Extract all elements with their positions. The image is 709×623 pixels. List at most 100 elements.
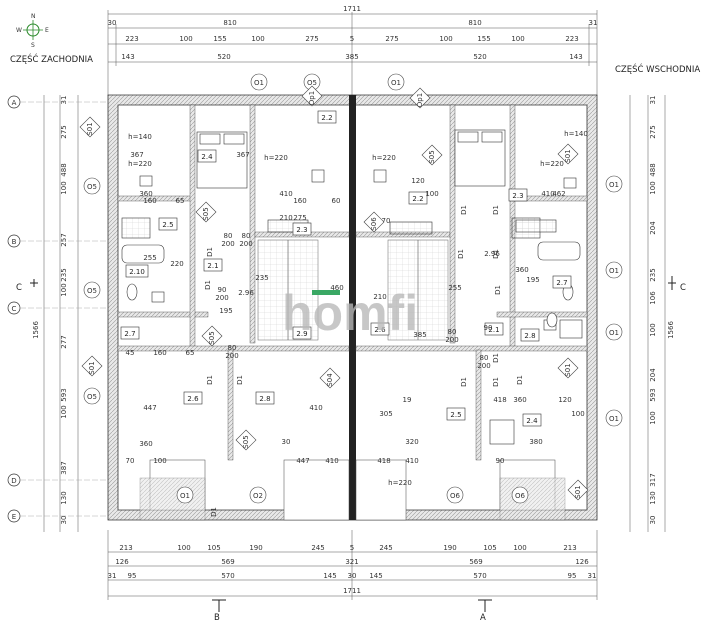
axis-A: A (12, 99, 17, 107)
top-total-dim: 1711 (343, 5, 361, 13)
room-number: 2.6 (374, 326, 386, 334)
room-number: 2.4 (201, 153, 213, 161)
bottom-row1-dim: 105 (207, 544, 220, 552)
room-number: 2.1 (207, 262, 218, 270)
left-dim: 277 (60, 335, 68, 348)
bottom-row3-dim: 31 (588, 572, 597, 580)
door-width-dim: 80 (480, 354, 489, 362)
room-number: 2.5 (162, 221, 173, 229)
door-tag: D1 (460, 205, 468, 215)
east-part-label: CZĘŚĆ WSCHODNIA (615, 63, 700, 75)
window-tag: O5 (87, 287, 97, 295)
right-dim: 106 (649, 291, 657, 305)
door-height-dim: 200 (239, 240, 252, 248)
section-c-right: C (680, 283, 686, 293)
section-b-label: B (214, 613, 220, 623)
height-label: h=140 (564, 130, 588, 138)
top-row1-dim: 30 (108, 19, 117, 27)
height-label: h=220 (128, 160, 152, 168)
right-total-dim: 1566 (667, 321, 675, 339)
bottom-row3-dim: 31 (108, 572, 117, 580)
left-dim: 257 (60, 233, 68, 246)
homfi-logo: homfi (282, 285, 418, 341)
top-row2-dim: 5 (350, 35, 354, 43)
door-tag: D1 (492, 377, 500, 387)
axis-B: B (12, 238, 17, 246)
right-dim: 204 (649, 368, 657, 382)
door-tag: D1 (492, 205, 500, 215)
inner-dim: 418 (377, 457, 390, 465)
room-number: 2.5 (450, 411, 461, 419)
room-number: 2.8 (524, 332, 535, 340)
height-label: h=220 (264, 154, 288, 162)
top-row3-dim: 143 (121, 53, 134, 61)
left-dim: 100 (60, 405, 68, 418)
inner-dim: 210 (373, 293, 386, 301)
window-tag: O6 (515, 492, 526, 500)
inner-dim: 100 (425, 190, 438, 198)
room-number: 2.6 (187, 395, 199, 403)
room-number: 2.3 (512, 192, 523, 200)
bottom-row1-dim: 190 (443, 544, 456, 552)
inner-dim: 235 (255, 274, 268, 282)
inner-dim: 275 (293, 214, 306, 222)
door-height-dim: 200 (477, 362, 490, 370)
window-tag: O1 (254, 79, 264, 87)
left-dimensions: 3127548810025723510027759310038713030156… (32, 96, 68, 525)
top-row2-dim: 155 (213, 35, 226, 43)
bottom-row3-dim: 570 (221, 572, 234, 580)
bathtub-west (121, 244, 165, 264)
top-row2-dim: 223 (565, 35, 578, 43)
bottom-row2-dim: 569 (469, 558, 482, 566)
door-tag: D1 (457, 249, 465, 259)
inner-dim: 65 (186, 349, 195, 357)
inner-dim: 410 (325, 457, 338, 465)
inner-dim: 385 (413, 331, 426, 339)
door-tag: D1 (204, 280, 212, 290)
right-dim: 31 (649, 96, 657, 105)
inner-dim: 410 (279, 190, 292, 198)
left-dim: 30 (60, 516, 68, 525)
element-tag: S05 (242, 435, 250, 448)
window-tag: O1 (180, 492, 190, 500)
height-label: h=220 (540, 160, 564, 168)
door-height-dim: 200 (445, 336, 458, 344)
bottom-row1-dim: 100 (177, 544, 190, 552)
section-c-marker: C C (16, 276, 686, 293)
bottom-row3-dim: 30 (348, 572, 357, 580)
left-dim: 31 (60, 96, 68, 105)
element-tag: S06 (370, 217, 378, 231)
door-width-dim: 80 (242, 232, 251, 240)
left-dim: 130 (60, 491, 68, 504)
bottom-row1-dim: 213 (119, 544, 132, 552)
inner-dim: 160 (143, 197, 156, 205)
section-a-marker: A (478, 599, 492, 623)
room-number: 2.2 (412, 195, 423, 203)
top-row2-dim: 100 (251, 35, 264, 43)
compass-e: E (45, 27, 49, 34)
right-dim: 488 (649, 163, 657, 176)
window-tag: O2 (253, 492, 263, 500)
element-tag: Op1 (308, 91, 316, 105)
element-tag: S04 (326, 373, 334, 387)
top-row1-dim: 810 (468, 19, 481, 27)
window-tag: O1 (609, 415, 619, 423)
bottom-row2-dim: 126 (575, 558, 589, 566)
door-height-dim: 200 (225, 352, 238, 360)
door-width-dim: 80 (448, 328, 457, 336)
left-dim: 235 (60, 268, 68, 281)
right-dim: 100 (649, 323, 657, 336)
inner-dim: 90 (496, 457, 505, 465)
inner-dim: 220 (170, 260, 183, 268)
west-part-label: CZĘŚĆ ZACHODNIA (10, 53, 93, 65)
compass-s: S (31, 42, 35, 49)
door-tag: D1 (492, 249, 500, 259)
room-number: 2.3 (296, 226, 307, 234)
inner-dim: 460 (330, 284, 343, 292)
element-tag: S01 (564, 363, 572, 376)
